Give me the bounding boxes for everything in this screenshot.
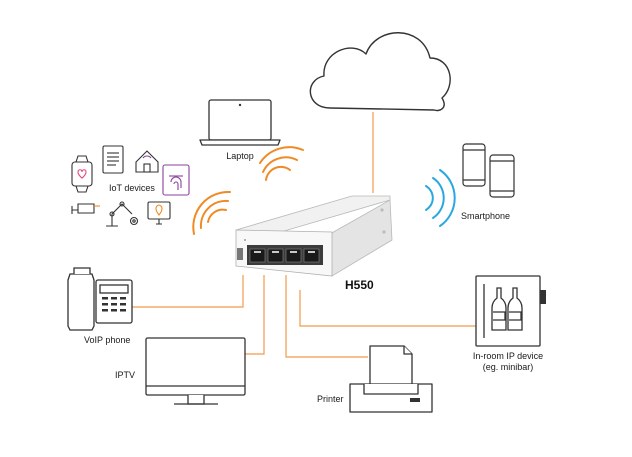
tablet-icon [102,145,124,174]
cloud-icon [309,32,451,112]
ethernet-port-icon [249,248,320,263]
wifi-waves-up-icon [259,146,304,181]
smartwatch-icon [71,155,93,193]
iot-devices-label: IoT devices [109,183,155,193]
minibar-icon [475,275,546,347]
smartphone-icon [462,143,515,198]
fingerprint-scanner-icon [162,164,190,196]
laptop-label: Laptop [226,151,254,161]
smart-home-icon [135,150,159,173]
iptv-label: IPTV [115,370,136,380]
inroom-link-line [299,290,476,327]
printer-label: Printer [317,394,344,404]
iptv-link-line [245,275,265,355]
h550-access-point [235,195,393,277]
printer-icon [349,345,433,413]
location-display-icon [147,201,171,225]
voip-phone-icon [67,267,133,331]
smartphone-label: Smartphone [461,211,511,221]
wifi-waves-left-icon [192,190,231,235]
iot-devices-icon [71,145,190,227]
inroom-device-example-label: (eg. minibar) [482,362,534,372]
security-camera-icon [71,203,100,214]
inroom-device-label: In-room IP device [472,351,544,361]
wifi-waves-right-icon [425,169,456,227]
device-model-label: H550 [345,278,374,292]
iptv-monitor-icon [145,337,246,405]
robot-arm-icon [106,201,139,227]
printer-link-line [285,275,368,358]
laptop-icon [199,99,281,146]
voip-link-line [132,275,244,308]
wired-connections [132,112,476,358]
voip-phone-label: VoIP phone [84,335,131,345]
